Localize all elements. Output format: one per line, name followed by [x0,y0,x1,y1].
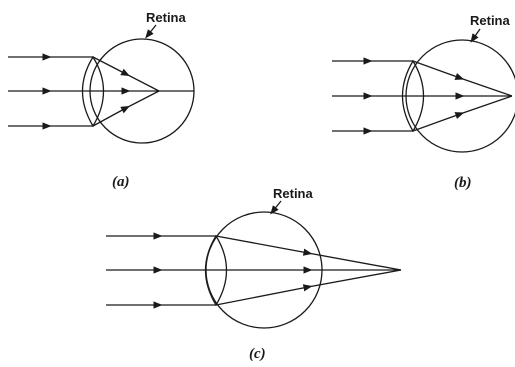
eye-diagram-c: Retina (c) [106,186,402,362]
refracted-ray-top [412,60,513,97]
refracted-ray-bottom [92,90,160,127]
eye-diagram-b: Retina (b) [332,13,515,191]
retina-label: Retina [273,186,314,201]
caption-c: (c) [249,346,266,362]
eye-diagram-a: Retina (a) [8,10,195,190]
retina-label: Retina [470,13,511,28]
refracted-ray-top [92,56,160,92]
retina-label: Retina [146,10,187,25]
refracted-ray-bottom [215,269,402,306]
retina-pointer-arrow [145,24,157,39]
refracted-ray-top [215,235,402,271]
caption-b: (b) [454,175,472,191]
refracted-ray-bottom [412,95,513,132]
retina-pointer-arrow [470,28,481,43]
retina-pointer-arrow [270,200,282,215]
caption-a: (a) [112,174,130,190]
